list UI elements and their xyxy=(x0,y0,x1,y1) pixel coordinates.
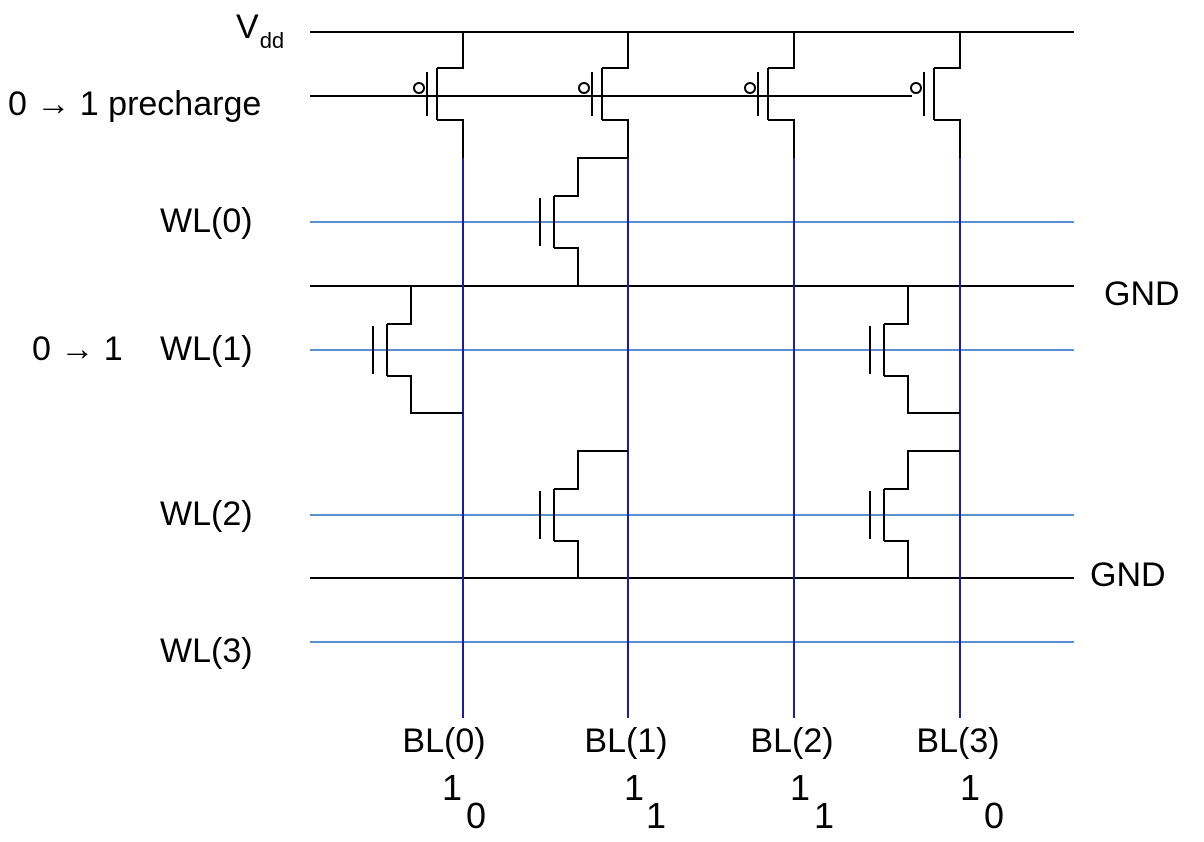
pmos-precharge-2 xyxy=(744,32,795,158)
bl2-value: 1 xyxy=(790,767,810,808)
bl3-label: BL(3) xyxy=(916,722,999,760)
bl0-label: BL(0) xyxy=(402,722,485,760)
bl2-value-sub: 1 xyxy=(814,795,834,836)
vdd-label: Vdd xyxy=(236,8,284,53)
bl3-value-sub: 0 xyxy=(984,795,1004,836)
nmos-wl2-bl3 xyxy=(869,450,960,578)
bl1-value-sub: 1 xyxy=(646,795,666,836)
nmos-wl1-bl3 xyxy=(869,286,960,414)
wl0-label: WL(0) xyxy=(160,202,253,240)
bl0-value: 1 xyxy=(442,767,462,808)
gnd-lower-label: GND xyxy=(1090,556,1166,594)
bit-line-3-labels: BL(3) 1 0 xyxy=(916,722,1004,836)
bit-line-0-labels: BL(0) 1 0 xyxy=(402,722,486,836)
nmos-wl2-bl1 xyxy=(539,450,628,578)
pmos-precharge-1 xyxy=(578,32,629,158)
pmos-precharge-3 xyxy=(910,32,961,158)
wl3-label: WL(3) xyxy=(160,632,253,670)
bit-line-2-labels: BL(2) 1 1 xyxy=(750,722,834,836)
wl2-label: WL(2) xyxy=(160,495,253,533)
precharge-label: 0 → 1 precharge xyxy=(8,85,261,123)
wl1-label: WL(1) xyxy=(160,330,253,368)
bl1-label: BL(1) xyxy=(584,722,667,760)
nmos-wl1-bl0 xyxy=(372,286,463,414)
pmos-precharge-0 xyxy=(413,32,464,158)
wl1-transition-label: 0 → 1 xyxy=(32,330,123,368)
nmos-wl0-bl1 xyxy=(539,157,628,286)
bl0-value-sub: 0 xyxy=(466,795,486,836)
bl2-label: BL(2) xyxy=(750,722,833,760)
bit-line-1-labels: BL(1) 1 1 xyxy=(584,722,667,836)
bl3-value: 1 xyxy=(960,767,980,808)
bl1-value: 1 xyxy=(624,767,644,808)
gnd-upper-label: GND xyxy=(1104,275,1180,313)
